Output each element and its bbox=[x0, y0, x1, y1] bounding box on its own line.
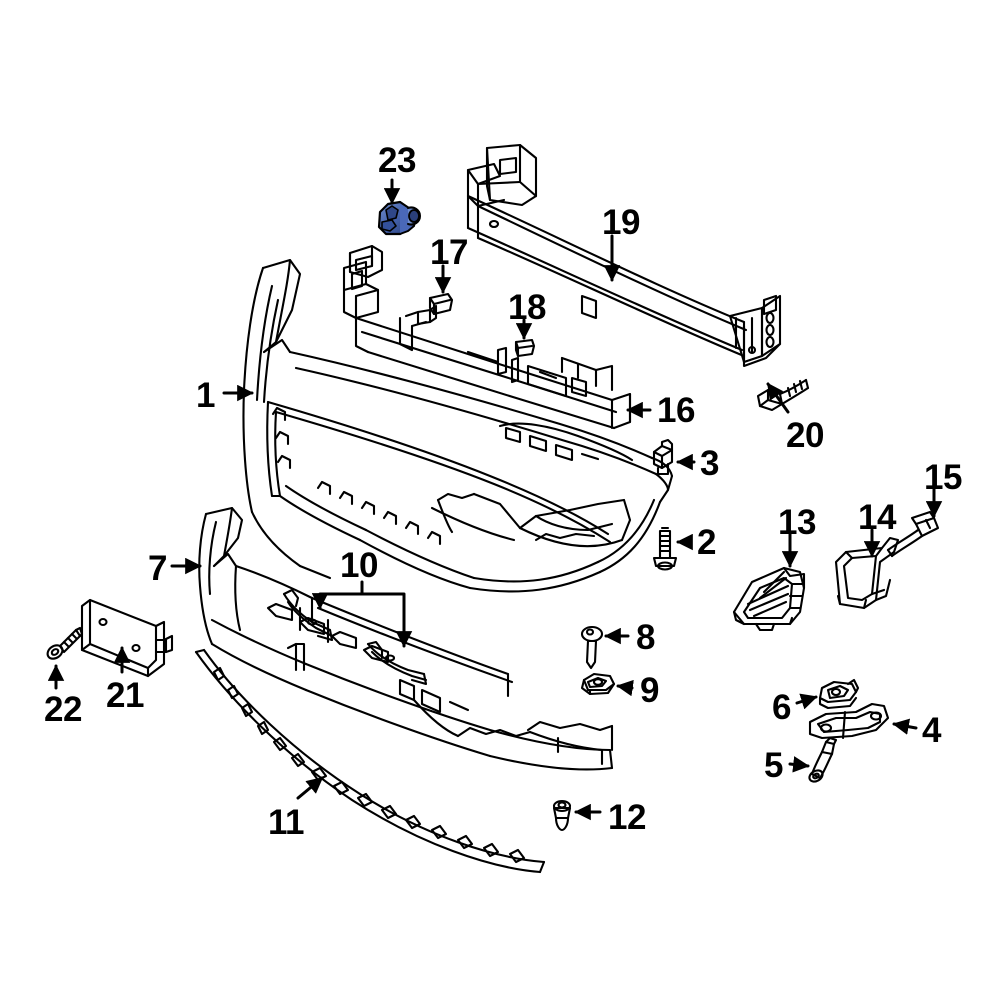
callout-label-23[interactable]: 23 bbox=[378, 141, 416, 180]
callout-label-17[interactable]: 17 bbox=[430, 233, 468, 272]
callout-label-7[interactable]: 7 bbox=[148, 549, 167, 588]
callout-label-13[interactable]: 13 bbox=[778, 503, 816, 542]
callout-label-16[interactable]: 16 bbox=[657, 391, 695, 430]
part-23-park-sensor-highlighted bbox=[377, 200, 421, 236]
callout-label-3[interactable]: 3 bbox=[700, 444, 719, 483]
callout-label-1[interactable]: 1 bbox=[196, 376, 215, 415]
leader-10-left bbox=[311, 580, 364, 610]
part-21-license-bracket bbox=[80, 598, 174, 678]
part-7-lower-valance bbox=[198, 506, 614, 771]
callout-label-4[interactable]: 4 bbox=[922, 711, 941, 750]
callout-label-21[interactable]: 21 bbox=[106, 676, 144, 715]
part-8-pin-screw bbox=[580, 625, 604, 670]
callout-label-6[interactable]: 6 bbox=[772, 688, 791, 727]
part-17-tab-upper bbox=[428, 292, 454, 316]
callout-label-20[interactable]: 20 bbox=[786, 416, 824, 455]
part-4-outer-bracket bbox=[808, 702, 890, 740]
leader-4 bbox=[892, 718, 918, 735]
leader-5 bbox=[788, 756, 810, 773]
callout-label-8[interactable]: 8 bbox=[636, 618, 655, 657]
part-9-u-nut-clip bbox=[580, 672, 616, 696]
leader-6 bbox=[795, 693, 818, 710]
callout-label-12[interactable]: 12 bbox=[608, 798, 646, 837]
part-12-push-pin bbox=[552, 799, 572, 832]
part-11-air-deflector bbox=[194, 648, 546, 874]
callout-label-5[interactable]: 5 bbox=[764, 746, 783, 785]
callout-label-11[interactable]: 11 bbox=[268, 803, 305, 842]
part-5-screw bbox=[808, 736, 838, 783]
callout-label-15[interactable]: 15 bbox=[924, 458, 962, 497]
callout-label-2[interactable]: 2 bbox=[697, 523, 716, 562]
leader-11 bbox=[296, 776, 324, 800]
part-22-screw bbox=[46, 626, 84, 660]
part-1-bumper-cover bbox=[242, 258, 674, 593]
leader-20 bbox=[766, 382, 790, 414]
leader-lines bbox=[47, 178, 943, 821]
part-19-reinforcement-beam bbox=[466, 143, 782, 368]
callout-label-9[interactable]: 9 bbox=[640, 671, 659, 710]
callout-label-22[interactable]: 22 bbox=[44, 690, 82, 729]
leader-10-right bbox=[360, 592, 413, 648]
callout-label-14[interactable]: 14 bbox=[858, 498, 896, 537]
part-6-retainer-clip bbox=[818, 678, 860, 710]
callout-label-10[interactable]: 10 bbox=[340, 546, 378, 585]
leader-9 bbox=[616, 679, 634, 697]
callout-label-19[interactable]: 19 bbox=[602, 203, 640, 242]
part-3-push-nut bbox=[652, 438, 674, 476]
part-10-side-retainers bbox=[282, 588, 428, 686]
part-2-flange-bolt bbox=[652, 526, 678, 571]
callout-label-18[interactable]: 18 bbox=[508, 288, 546, 327]
part-13-fog-grille bbox=[732, 566, 806, 632]
part-18-tab-center bbox=[514, 338, 536, 358]
part-16-energy-absorber bbox=[342, 244, 632, 430]
